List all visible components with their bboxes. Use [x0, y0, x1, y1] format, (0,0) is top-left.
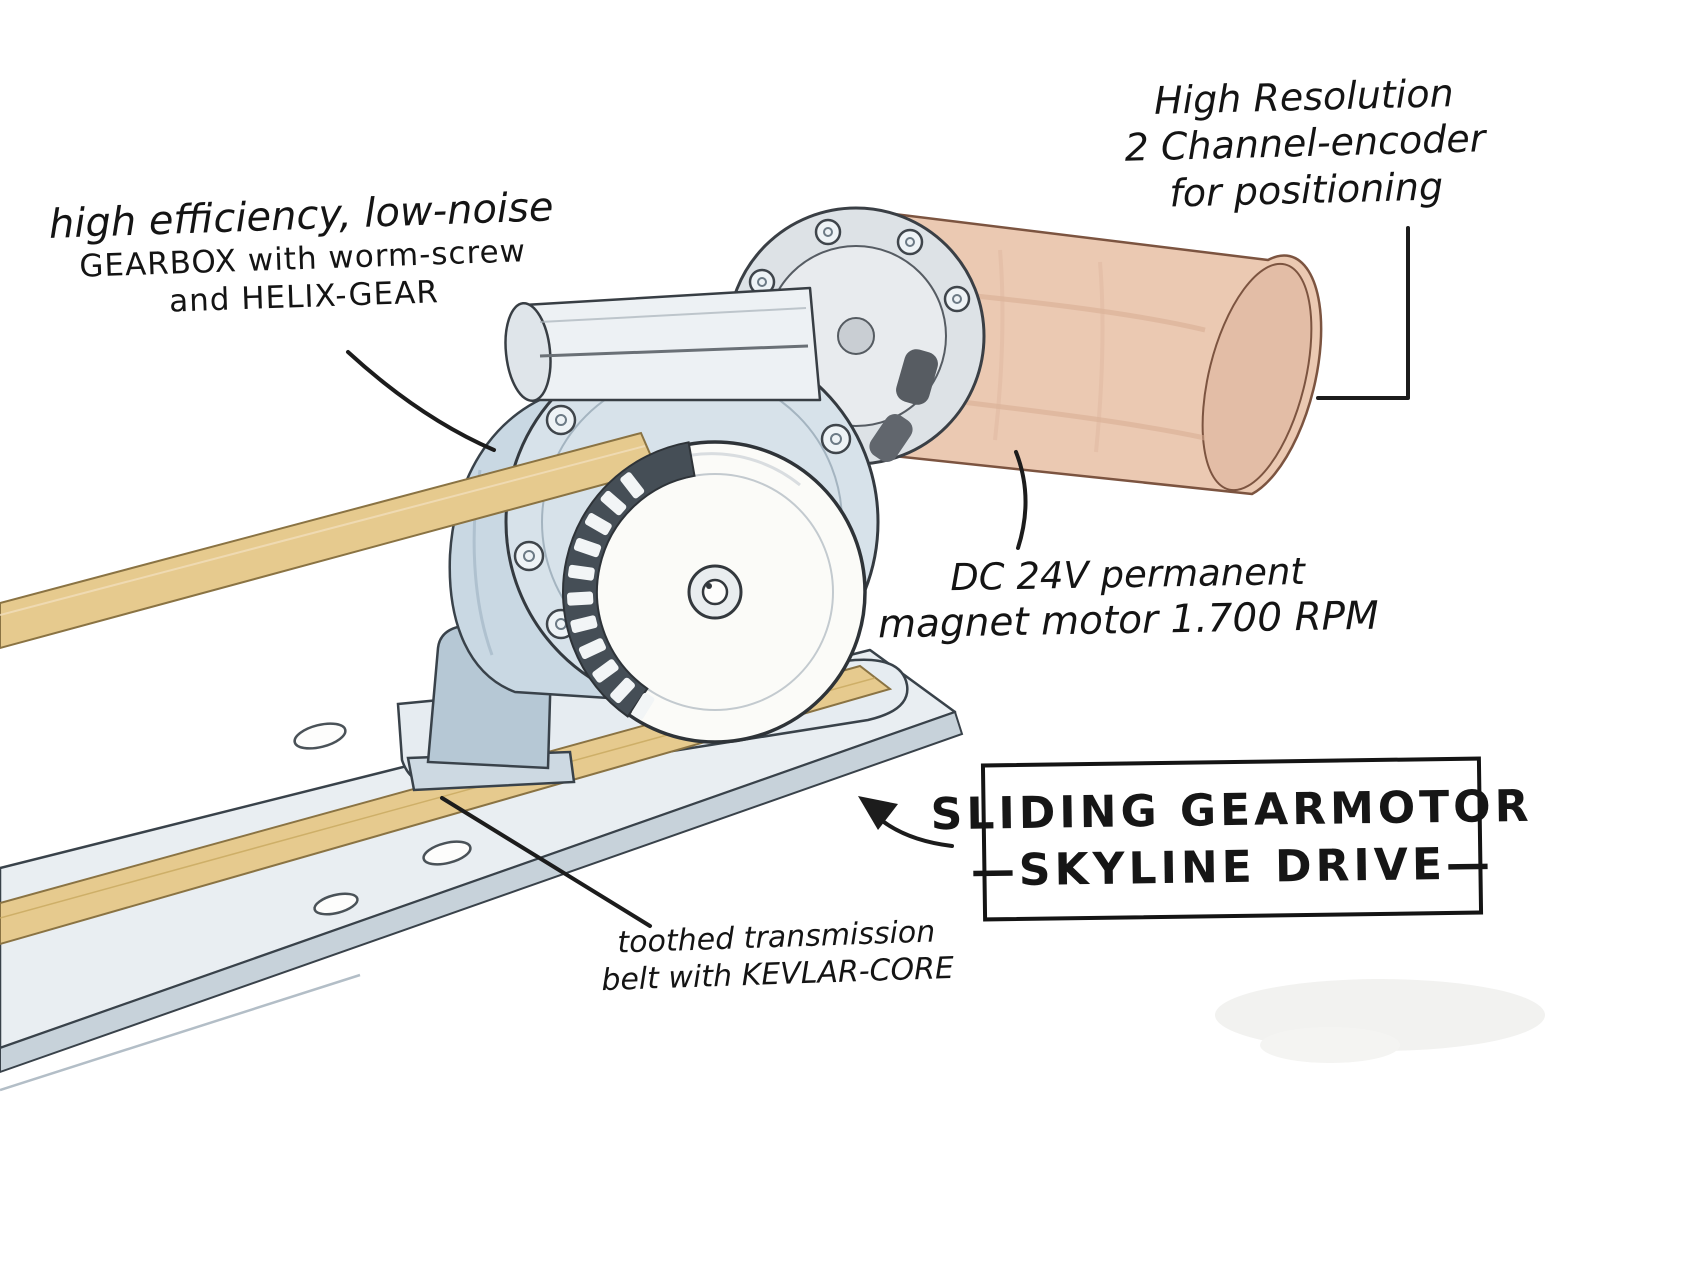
pulley-hub: [687, 564, 743, 620]
leader-line-gearbox: [346, 350, 496, 452]
annotation-encoder: High Resolution 2 Channel-encoder for po…: [1073, 68, 1536, 219]
motor-flange-bolts: [748, 218, 971, 313]
worm-screw-shaft: [504, 286, 822, 403]
motor-endcap: [1201, 262, 1313, 492]
annotation-gearbox: high efficiency, low-noise GEARBOX with …: [28, 183, 577, 326]
rail-holes: [293, 722, 472, 916]
paper-smudge: [1215, 979, 1545, 1063]
annotation-belt: toothed transmission belt with KEVLAR-CO…: [591, 914, 963, 1000]
title-box-line2: —SKYLINE DRIVE—: [970, 838, 1495, 897]
title-box-line1: SLIDING GEARMOTOR: [930, 780, 1533, 841]
annotation-motor: DC 24V permanent magnet motor 1.700 RPM: [867, 547, 1389, 649]
toothed-belt-arc: [562, 441, 696, 720]
annotation-motor-line2: magnet motor 1.700 RPM: [877, 593, 1380, 648]
leader-line-belt: [440, 796, 652, 928]
arrow-to-assembly: [858, 796, 954, 848]
belt-teeth: [566, 472, 655, 720]
title-box: SLIDING GEARMOTOR —SKYLINE DRIVE—: [930, 756, 1533, 922]
leader-line-motor: [1014, 450, 1028, 550]
leader-line-encoder: [1316, 226, 1410, 400]
